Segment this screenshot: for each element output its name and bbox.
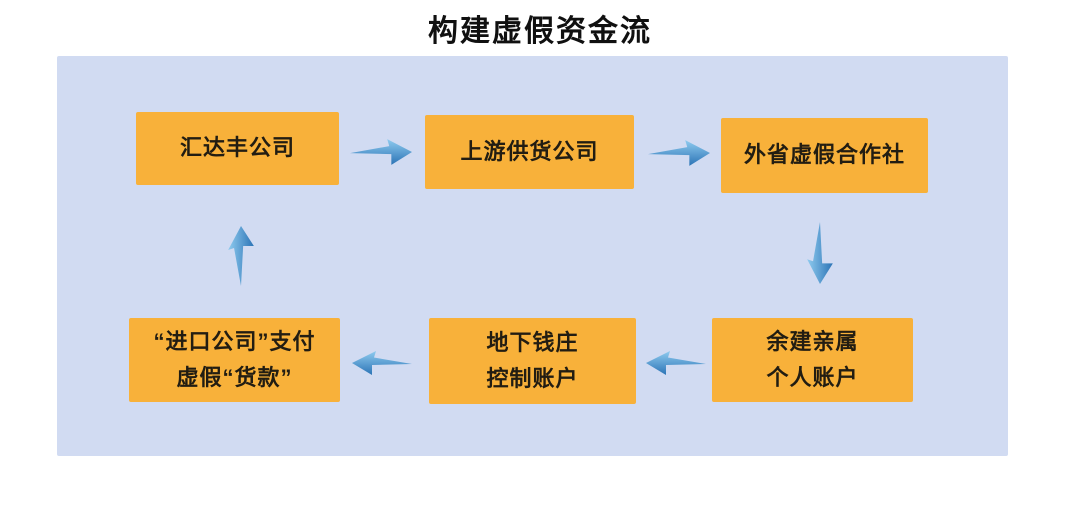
diagram-title: 构建虚假资金流 — [428, 15, 652, 48]
flow-arrow-left-icon — [646, 351, 706, 375]
flow-arrow-left-icon — [352, 351, 412, 375]
flow-arrow-down-icon — [807, 222, 833, 284]
flow-arrow-up-icon — [228, 226, 254, 286]
node-huidafeng-company: 汇达丰公司 — [136, 112, 339, 185]
node-out-of-province-fake-cooperative: 外省虚假合作社 — [721, 118, 928, 193]
flow-arrow-right-icon — [350, 139, 412, 165]
flow-arrow-right-icon — [648, 140, 710, 166]
node-import-company-pays-fake-payment: “进口公司”支付 虚假“货款” — [129, 318, 340, 402]
node-underground-bank-controlled-accounts: 地下钱庄 控制账户 — [429, 318, 636, 404]
diagram-panel: 汇达丰公司 上游供货公司 外省虚假合作社 余建亲属 个人账户 地下钱庄 控制账户… — [57, 56, 1008, 456]
node-yujian-relatives-personal-accounts: 余建亲属 个人账户 — [712, 318, 913, 402]
node-upstream-supplier-company: 上游供货公司 — [425, 115, 634, 189]
